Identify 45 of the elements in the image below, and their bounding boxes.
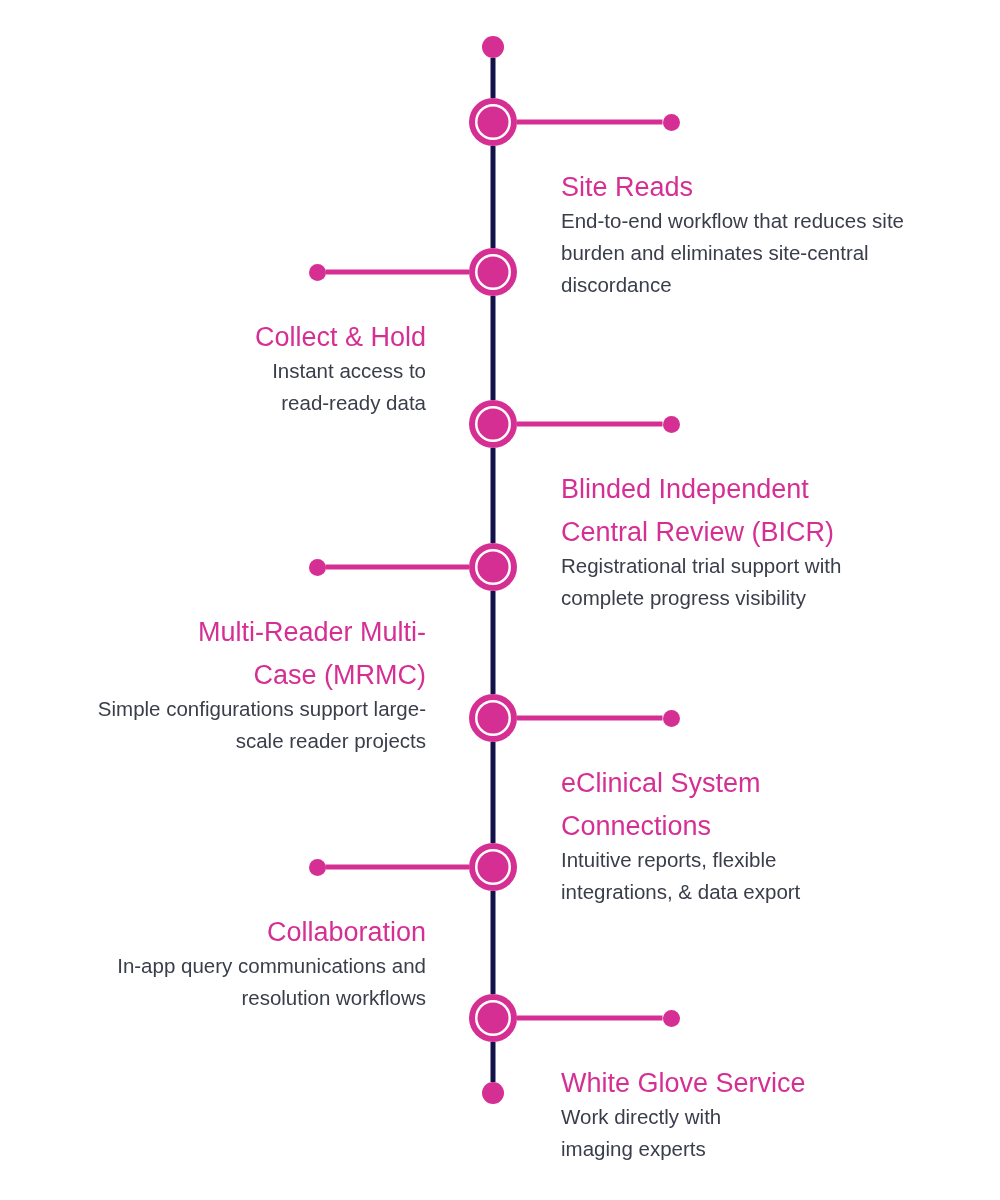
end-dot bbox=[662, 113, 680, 131]
milestone-description: Registrational trial support with complete progress visibility bbox=[561, 553, 843, 611]
timeline-marker bbox=[469, 994, 517, 1042]
end-dot bbox=[308, 558, 326, 576]
timeline-marker bbox=[469, 543, 517, 591]
end-dot bbox=[482, 36, 504, 58]
end-dot bbox=[308, 263, 326, 281]
timeline-marker bbox=[469, 843, 517, 891]
branch-line bbox=[325, 864, 469, 870]
timeline-marker bbox=[469, 694, 517, 742]
timeline-line bbox=[490, 891, 496, 994]
milestone-description: Simple configurations support large-scale reader projects bbox=[96, 696, 426, 754]
timeline-marker bbox=[469, 400, 517, 448]
timeline-line bbox=[490, 448, 496, 543]
milestone-heading: Site Reads bbox=[561, 171, 695, 204]
timeline-line bbox=[490, 591, 496, 694]
timeline-marker bbox=[469, 98, 517, 146]
timeline-line bbox=[490, 146, 496, 248]
milestone-description: Intuitive reports, flexible integrations, & data export bbox=[561, 847, 802, 905]
branch-line bbox=[325, 564, 469, 570]
timeline-line bbox=[490, 58, 496, 98]
branch-line bbox=[517, 1015, 663, 1021]
timeline-line bbox=[490, 1042, 496, 1082]
branch-line bbox=[325, 269, 469, 275]
timeline-marker bbox=[469, 248, 517, 296]
milestone-heading: Multi-Reader Multi-Case (MRMC) bbox=[196, 616, 426, 692]
milestone-description: In-app query communications and resolution workflows bbox=[116, 953, 426, 1011]
end-dot bbox=[662, 1009, 680, 1027]
branch-line bbox=[517, 421, 663, 427]
milestone-description: Work directly with imaging experts bbox=[561, 1104, 723, 1162]
end-dot bbox=[482, 1082, 504, 1104]
milestone-heading: White Glove Service bbox=[561, 1067, 807, 1100]
milestone-heading: Blinded Independent Central Review (BICR) bbox=[561, 473, 836, 549]
branch-line bbox=[517, 715, 663, 721]
milestone-heading: eClinical System Connections bbox=[561, 767, 762, 843]
end-dot bbox=[308, 858, 326, 876]
milestone-description: End-to-end workflow that reduces site burden and eliminates site-central discordance bbox=[561, 208, 905, 298]
timeline-line bbox=[490, 296, 496, 400]
end-dot bbox=[662, 415, 680, 433]
milestone-heading: Collaboration bbox=[265, 916, 426, 949]
end-dot bbox=[662, 709, 680, 727]
branch-line bbox=[517, 119, 663, 125]
timeline-line bbox=[490, 742, 496, 843]
milestone-description: Instant access to read-ready data bbox=[271, 358, 426, 416]
milestone-heading: Collect & Hold bbox=[253, 321, 426, 354]
